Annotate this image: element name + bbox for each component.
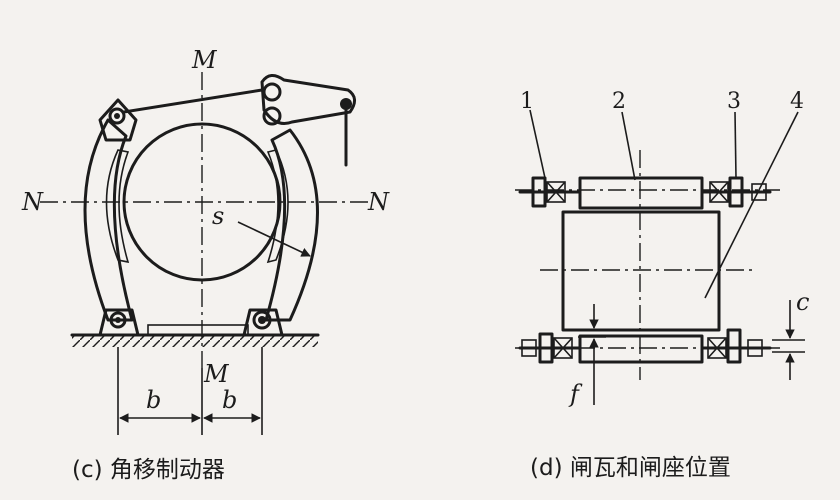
ground-base [70, 324, 320, 347]
bottom-shoe [578, 334, 704, 364]
right-shoe-arm [264, 128, 319, 322]
right-lever [260, 74, 356, 125]
caption-d: (d) 闸瓦和闸座位置 [530, 455, 731, 481]
caption-c: (c) 角移制动器 [72, 457, 225, 483]
label-n-left: N [21, 188, 44, 216]
top-left-bolt [518, 176, 582, 208]
top-shoe [578, 176, 704, 210]
bottom-left-bolt [518, 332, 582, 364]
bottom-pivot-right [242, 308, 284, 337]
label-b-left: b [146, 386, 161, 414]
label-m-top: M [191, 46, 218, 74]
callout-3: 3 [727, 89, 741, 114]
left-brake-pad [105, 149, 130, 264]
label-c: c [796, 288, 809, 316]
label-s: s [212, 202, 224, 230]
tie-rod [122, 88, 264, 114]
right-brake-pad [266, 149, 289, 264]
label-b-right: b [222, 386, 237, 414]
label-f: f [568, 380, 583, 408]
label-n-right: N [367, 188, 390, 216]
clearance-arrow-s [237, 221, 311, 257]
brake-drawing: M M N N s b b [21, 46, 390, 435]
callout-1: 1 [520, 89, 534, 114]
dimension-f [578, 304, 606, 405]
callout-2: 2 [612, 89, 626, 114]
callout-4: 4 [790, 89, 804, 114]
dimension-c [772, 300, 805, 380]
top-right-bolt [700, 176, 772, 208]
bottom-pivot-left [98, 308, 140, 337]
label-m-bottom: M [203, 360, 230, 388]
dimension-b [117, 347, 263, 435]
bottom-right-bolt [700, 328, 772, 364]
shoe-seat-drawing: 1 2 3 4 c f [515, 89, 809, 408]
brake-seat [561, 210, 721, 332]
